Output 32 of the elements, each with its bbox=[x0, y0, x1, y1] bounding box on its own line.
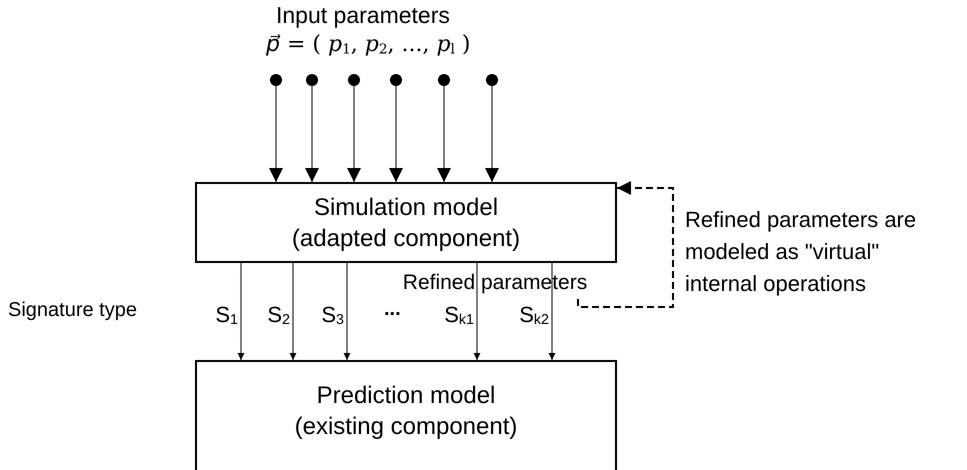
note-text: Input parameters bbox=[276, 2, 450, 30]
process-box bbox=[195, 360, 617, 470]
edge-label: S$_{k1}$ bbox=[444, 302, 474, 328]
edge-label: S$_{2}$ bbox=[267, 302, 290, 328]
arrow bbox=[548, 263, 556, 360]
formula: p⃗ = ( p$_{1}$, p$_{2}$, ..., p$_{l}$ ) bbox=[266, 32, 470, 58]
arrow bbox=[344, 263, 350, 360]
process-box bbox=[195, 182, 617, 263]
box-title: Simulation model (adapted component) bbox=[290, 192, 522, 254]
arrow bbox=[305, 86, 319, 182]
input-dot bbox=[390, 74, 402, 86]
input-dot bbox=[486, 74, 498, 86]
arrow bbox=[238, 263, 244, 360]
arrow bbox=[485, 86, 499, 182]
arrow bbox=[269, 86, 283, 182]
arrow bbox=[474, 263, 480, 360]
note-text: Signature type bbox=[8, 298, 137, 322]
arrow bbox=[389, 86, 403, 182]
input-dot bbox=[348, 74, 360, 86]
note-text: ... bbox=[384, 297, 401, 321]
arrow bbox=[347, 86, 361, 182]
edge-label: S$_{3}$ bbox=[321, 302, 344, 328]
input-dot bbox=[306, 74, 318, 86]
arrow bbox=[437, 86, 451, 182]
dashed-arrow bbox=[577, 181, 674, 308]
edge-label: S$_{1}$ bbox=[215, 302, 238, 328]
note-text: Refined parameters are modeled as "virtual" internal operations bbox=[685, 206, 918, 298]
input-dot bbox=[270, 74, 282, 86]
arrow bbox=[290, 263, 296, 360]
box-title: Prediction model (existing component) bbox=[294, 381, 518, 442]
edge-label: S$_{k2}$ bbox=[519, 302, 549, 328]
input-dot bbox=[438, 74, 450, 86]
